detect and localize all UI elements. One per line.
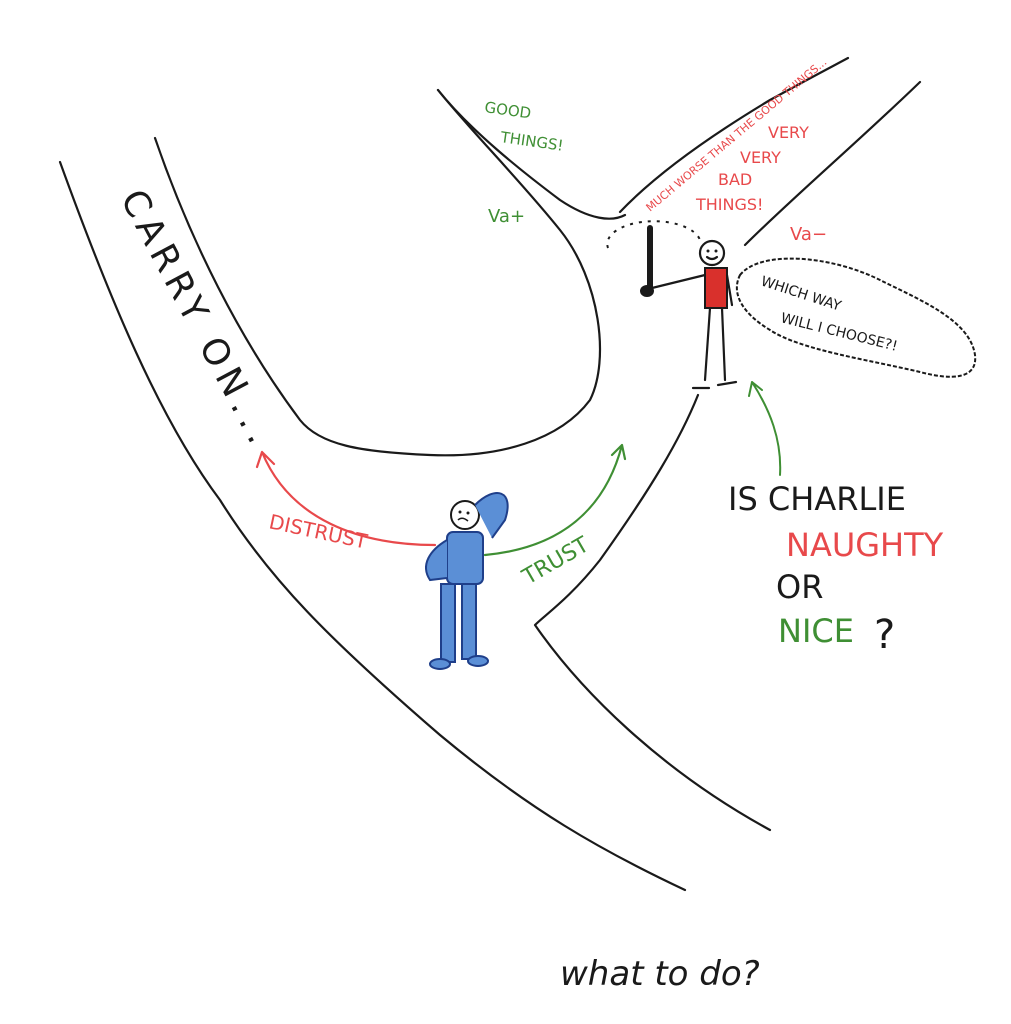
question-nice: NICE — [778, 612, 854, 650]
upper-road-right-edge — [618, 56, 850, 214]
carry-on-label: CARRY ON... — [112, 183, 283, 455]
good-things-label-line1: GOOD — [483, 98, 532, 122]
distrust-label: DISTRUST — [267, 509, 370, 553]
bad-label: BAD — [718, 170, 752, 189]
question-naughty: NAUGHTY — [786, 526, 944, 564]
question-mark: ? — [874, 612, 895, 658]
right-road-upper-edge — [743, 80, 922, 247]
thinking-person-icon — [425, 492, 509, 670]
what-to-do-caption: what to do? — [560, 954, 760, 994]
left-road-inner-edge — [153, 88, 602, 457]
question-is-charlie: IS CHARLIE — [728, 480, 906, 518]
thought-bubble: WHICH WAY WILL I CHOOSE?! — [735, 257, 977, 378]
charlie-figure-icon — [650, 239, 738, 390]
va-plus-label: Va+ — [488, 206, 525, 227]
va-minus-label: Va− — [790, 224, 827, 245]
question-pointer-arrow — [748, 381, 782, 476]
thought-line1: WHICH WAY — [759, 274, 844, 315]
trust-arrow — [483, 443, 627, 557]
question-or: OR — [776, 568, 823, 606]
roads — [58, 56, 922, 892]
very-label-1: VERY — [768, 123, 809, 142]
bad-things-label: THINGS! — [695, 195, 763, 214]
right-road-lower-edge — [533, 393, 772, 832]
good-things-label-line2: THINGS! — [498, 128, 564, 155]
left-road-outer-edge — [58, 160, 687, 892]
upper-road-left-edge — [436, 88, 627, 220]
lever-icon — [606, 220, 701, 297]
very-label-2: VERY — [740, 148, 781, 167]
thought-line2: WILL I CHOOSE?! — [779, 310, 899, 354]
distrust-arrow — [255, 450, 437, 547]
